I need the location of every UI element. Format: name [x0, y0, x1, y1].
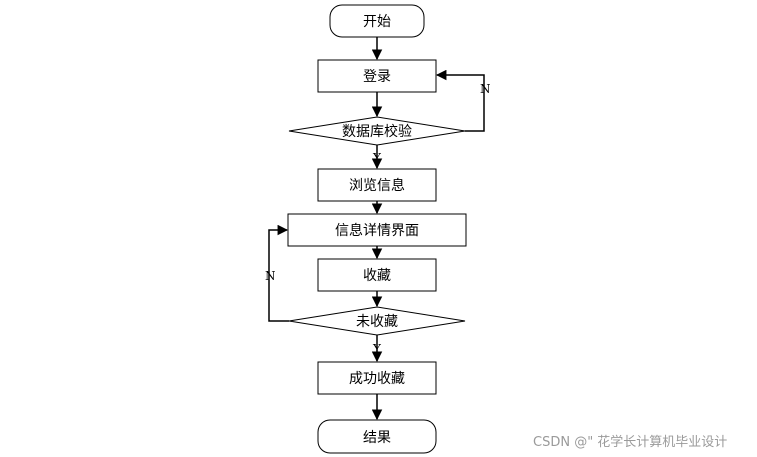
end-terminal: 结果: [317, 419, 437, 454]
success-label: 成功收藏: [349, 371, 405, 387]
dbcheck-yes-label: Y: [372, 151, 382, 165]
favorite-process: 收藏: [317, 258, 437, 292]
success-process: 成功收藏: [317, 361, 437, 395]
end-label: 结果: [363, 430, 391, 446]
start-terminal: 开始: [329, 4, 425, 38]
db-check-decision: 数据库校验: [288, 116, 466, 146]
detail-label: 信息详情界面: [335, 222, 419, 239]
not-favorited-label: 未收藏: [356, 314, 398, 330]
notfav-no-label: N: [265, 269, 276, 283]
not-favorited-decision: 未收藏: [288, 306, 466, 336]
arrow-dbcheck-no-loop: [435, 69, 485, 132]
watermark: CSDN @" 花学长计算机毕业设计: [533, 435, 728, 450]
notfav-yes-label: Y: [372, 342, 382, 356]
login-label: 登录: [363, 69, 391, 85]
detail-process: 信息详情界面: [287, 213, 467, 247]
favorite-label: 收藏: [363, 268, 391, 284]
browse-label: 浏览信息: [349, 177, 405, 194]
db-check-label: 数据库校验: [342, 123, 412, 140]
start-label: 开始: [363, 14, 391, 30]
browse-process: 浏览信息: [317, 168, 437, 202]
arrow-notfav-no-loop: [268, 224, 289, 322]
dbcheck-no-label: N: [480, 82, 491, 96]
login-process: 登录: [317, 59, 437, 93]
